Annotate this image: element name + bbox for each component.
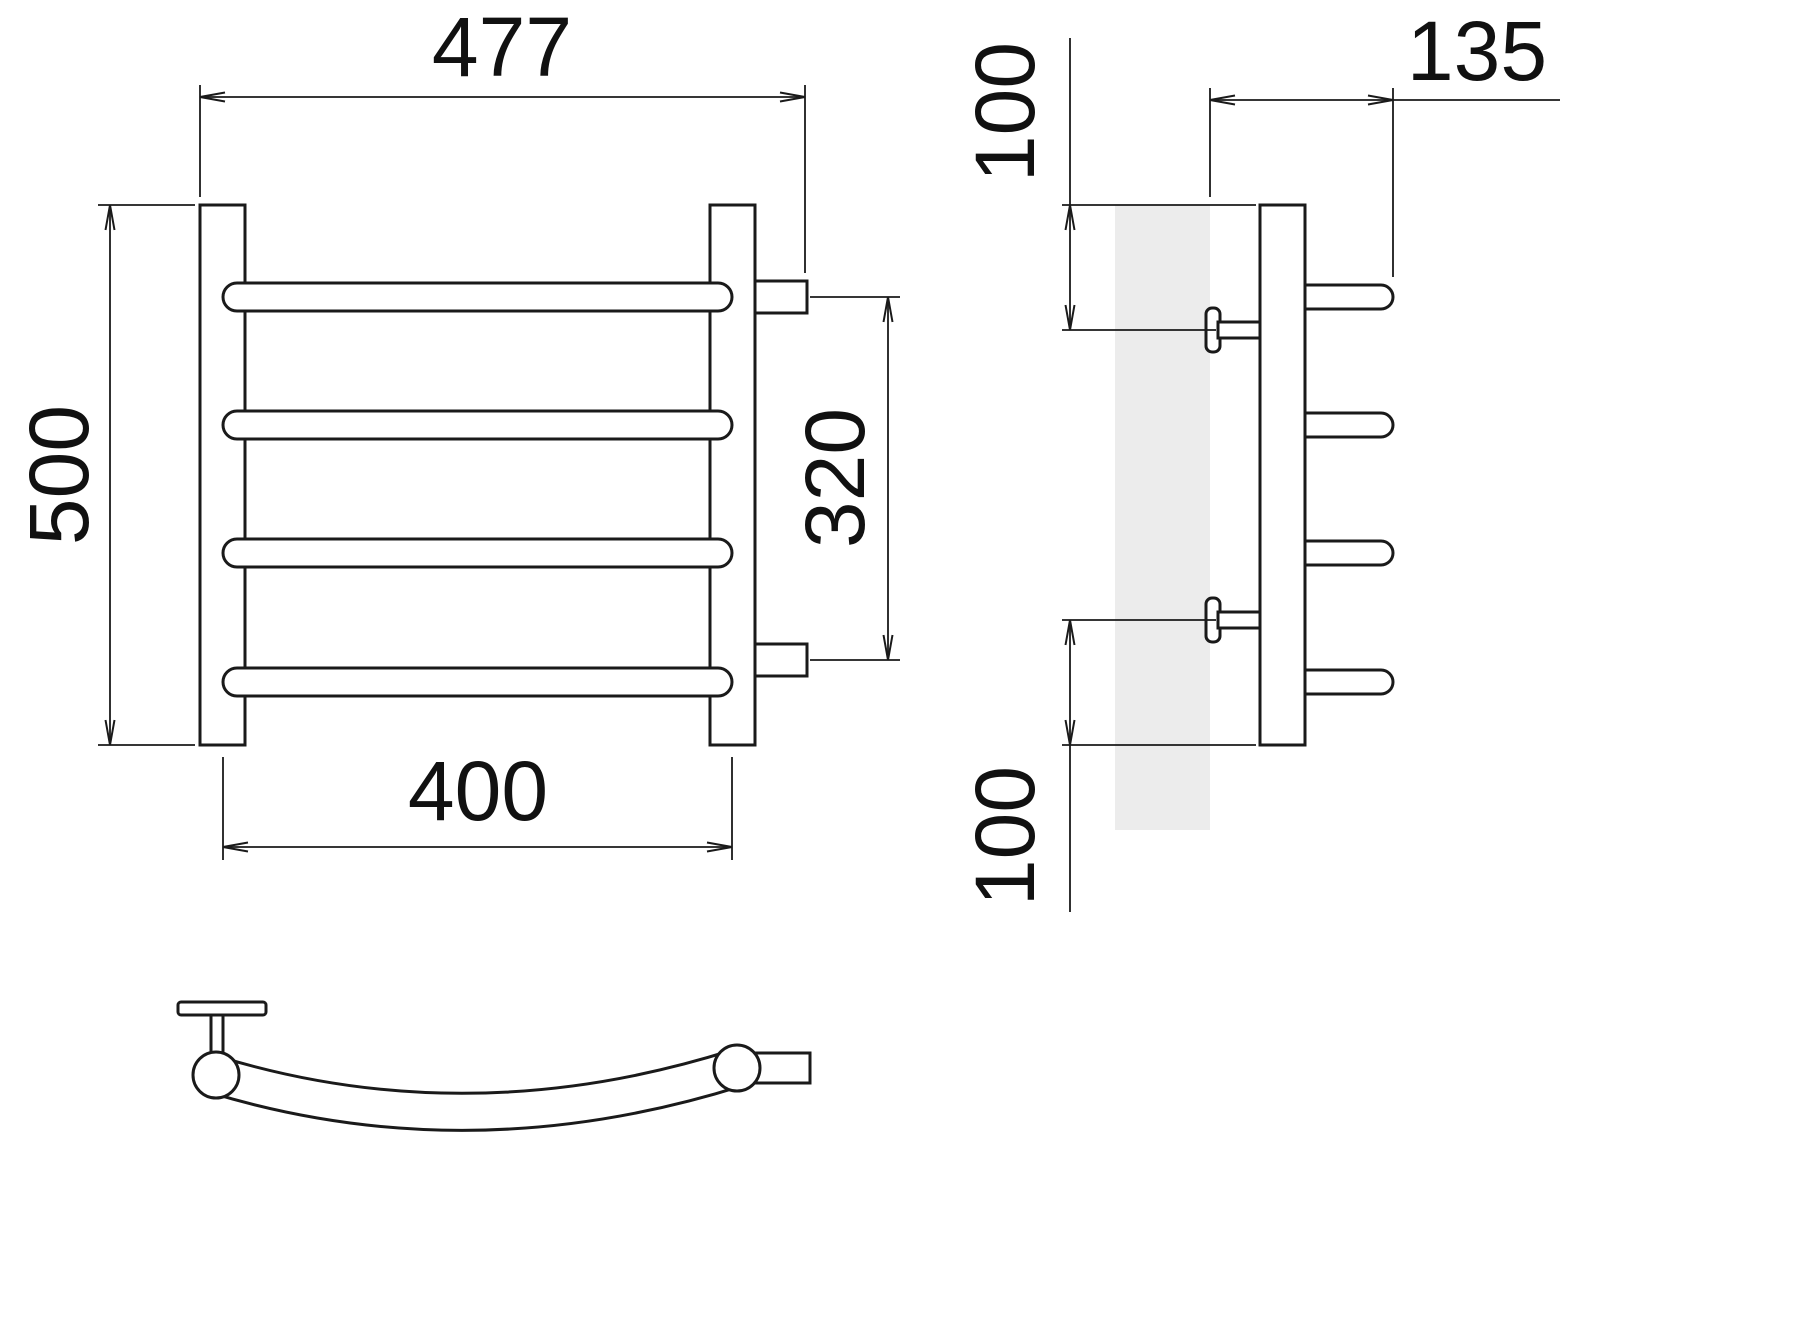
dim-rung-length: 400 xyxy=(222,744,733,860)
plan-left-post-section xyxy=(191,1050,241,1100)
plan-curved-tube-fill xyxy=(199,1051,754,1129)
side-wall-panel xyxy=(1115,205,1210,830)
plan-right-post-section xyxy=(712,1043,762,1093)
front-view xyxy=(198,203,809,747)
plan-wall-bracket-cap xyxy=(176,1000,268,1017)
dim-side-top-offset-label: 100 xyxy=(958,42,1052,182)
dim-connector-spacing-label: 320 xyxy=(788,408,882,548)
front-bottom-connector xyxy=(753,642,809,678)
front-top-connector xyxy=(753,279,809,315)
dim-side-bottom-offset-label: 100 xyxy=(958,766,1052,906)
dim-front-width-label: 477 xyxy=(432,0,572,94)
front-rung-2 xyxy=(221,409,734,441)
side-view xyxy=(1115,203,1395,830)
dim-front-width: 477 xyxy=(199,0,806,273)
front-rung-3 xyxy=(221,537,734,569)
plan-view xyxy=(176,1000,812,1132)
side-bracket-bottom-arm xyxy=(1216,610,1266,630)
dim-connector-spacing: 320 xyxy=(788,296,900,661)
dim-side-depth-label: 135 xyxy=(1407,4,1547,98)
dim-rung-length-label: 400 xyxy=(408,744,548,838)
side-bracket-top-arm xyxy=(1216,320,1266,340)
plan-wall-bracket-stem xyxy=(209,1012,225,1058)
side-rail-profile xyxy=(1258,203,1307,747)
dim-side-depth: 135 xyxy=(1209,4,1560,277)
front-rung-1 xyxy=(221,281,734,313)
dim-side-top-offset: 100 xyxy=(958,38,1256,331)
dim-front-height: 500 xyxy=(12,204,195,746)
dim-side-bottom-offset: 100 xyxy=(958,619,1256,912)
dim-front-height-label: 500 xyxy=(12,405,106,545)
plan-connector-stub xyxy=(750,1051,812,1085)
front-rung-4 xyxy=(221,666,734,698)
